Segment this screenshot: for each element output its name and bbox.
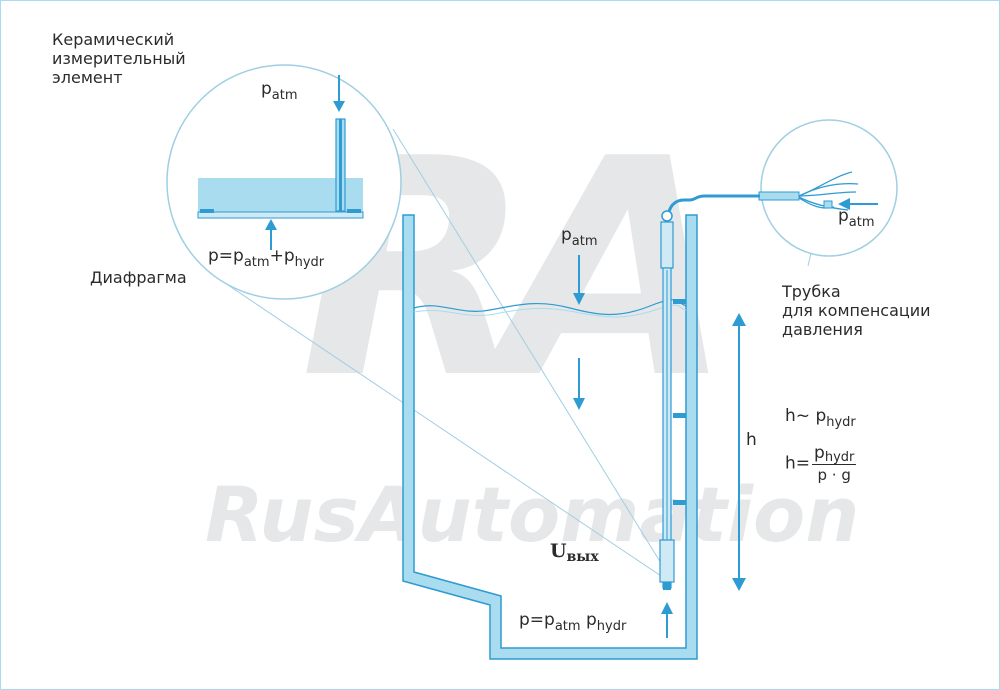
diaphragm-edge-left	[200, 209, 214, 213]
formula-h-equals: h= phydr p · g	[785, 443, 857, 484]
zoom-guide-line-top	[392, 128, 665, 569]
diaphragm-plate	[197, 211, 364, 219]
label-h-dimension: h	[746, 430, 757, 450]
symbol-p-atm-tank: patm	[561, 225, 598, 249]
vent-tube-core	[339, 119, 342, 211]
diaphragm-edge-right	[347, 209, 361, 213]
label-ceramic-element: Керамический измерительный элемент	[52, 30, 186, 87]
cable-sheath	[758, 191, 800, 201]
probe-bracket-1	[673, 299, 686, 304]
formula-p-total-sensor: p=patm+phydr	[208, 246, 325, 270]
probe-bracket-2	[673, 413, 686, 418]
sensor-cable	[666, 194, 760, 221]
zoom-circle-cable	[760, 119, 898, 257]
tank-wall	[402, 214, 698, 660]
probe-head	[660, 221, 674, 269]
formula-p-total-tank: p=patm phydr	[519, 610, 627, 634]
label-compensation-tube: Трубка для компенсации давления	[782, 282, 931, 339]
wire-2	[798, 182, 859, 197]
symbol-u-output: Uвых	[550, 540, 599, 565]
zoom-guide-line-bottom	[227, 284, 665, 579]
label-diaphragm: Диафрагма	[90, 268, 187, 287]
formula-h-proportional: h~ phydr	[785, 406, 856, 430]
probe-tip	[663, 582, 671, 590]
wire-3	[798, 191, 857, 197]
water-surface-shadow	[413, 304, 687, 318]
vent-tube-end	[823, 200, 833, 209]
probe-sensor-body	[659, 539, 675, 583]
symbol-p-atm-sensor: patm	[261, 79, 298, 103]
probe-mount	[661, 210, 673, 222]
water-surface	[413, 299, 687, 316]
probe-bracket-3	[673, 500, 686, 505]
wire-4	[798, 196, 849, 211]
symbol-p-atm-cable: patm	[838, 206, 875, 230]
watermark-brand: RusAutomation	[205, 470, 860, 559]
